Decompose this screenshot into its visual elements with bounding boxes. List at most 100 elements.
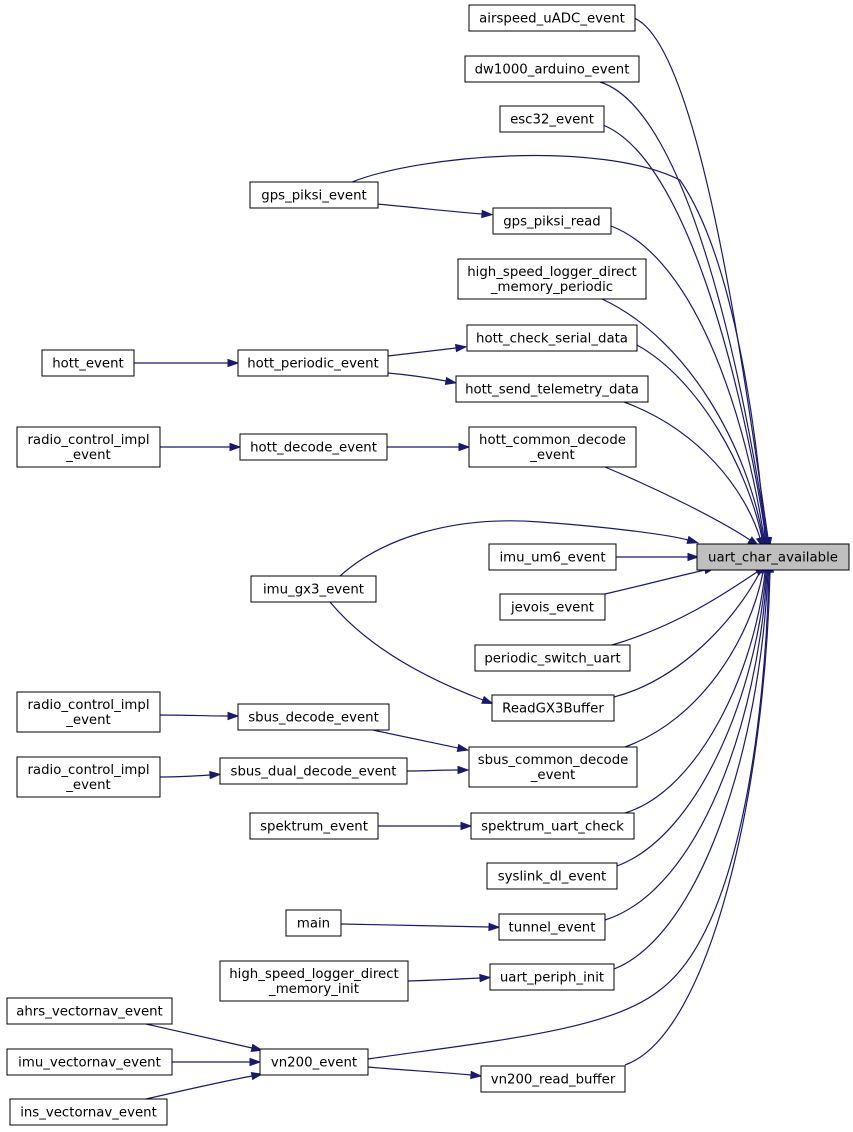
node-label: high_speed_logger_direct [467, 265, 636, 280]
node-label: imu_vectornav_event [18, 1056, 161, 1071]
node-high-speed-logger-direct-memory-periodic[interactable]: high_speed_logger_direct_memory_periodic [457, 258, 647, 300]
edge-line [159, 774, 211, 778]
edge-line [159, 714, 229, 717]
node-box [455, 375, 649, 403]
node-vn200-event[interactable]: vn200_event [259, 1048, 369, 1076]
node-imu-um6-event[interactable]: imu_um6_event [488, 543, 617, 571]
node-label: sbus_decode_event [248, 711, 379, 726]
node-label: sbus_common_decode [478, 753, 629, 768]
node-box [16, 756, 161, 798]
node-label: vn200_read_buffer [491, 1073, 616, 1088]
arrowhead [481, 695, 494, 705]
edge-line [611, 571, 758, 646]
node-ahrs-vectornav-event[interactable]: ahrs_vectornav_event [6, 997, 173, 1025]
node-radio-control-impl-event-3[interactable]: radio_control_impl_event [16, 756, 161, 798]
node-high-speed-logger-direct-memory-init[interactable]: high_speed_logger_direct_memory_init [219, 960, 409, 1002]
node-main[interactable]: main [285, 909, 342, 937]
edge-line [367, 571, 770, 1060]
node-box [474, 644, 631, 672]
node-gps-piksi-event[interactable]: gps_piksi_event [249, 181, 379, 209]
node-label: spektrum_uart_check [481, 820, 624, 835]
node-hott-common-decode-event[interactable]: hott_common_decode_event [468, 426, 637, 468]
node-imu-gx3-event[interactable]: imu_gx3_event [250, 575, 377, 603]
edge-spektrum_uart_check-to-uart_char_available [624, 560, 770, 814]
edge-vn200_event-to-vn200_read_buffer [367, 1066, 483, 1080]
edge-line [367, 1066, 472, 1076]
node-hott-event[interactable]: hott_event [41, 349, 135, 377]
node-uart-periph-init[interactable]: uart_periph_init [489, 963, 615, 991]
arrowhead [481, 209, 494, 219]
arrowhead [470, 1070, 483, 1080]
node-label: uart_char_available [708, 551, 838, 566]
node-box [488, 543, 617, 571]
arrowhead [227, 358, 240, 368]
node-label: ins_vectornav_event [20, 1106, 157, 1121]
node-box [219, 960, 409, 1002]
edge-ahrs_vectornav_event-to-vn200_event [145, 1023, 264, 1052]
edge-tunnel_event-to-uart_char_available [604, 560, 772, 921]
edge-hott_common_decode_event-to-uart_char_available [604, 466, 760, 547]
node-label: high_speed_logger_direct [229, 967, 398, 982]
edge-line [351, 154, 766, 539]
arrowhead [250, 1043, 264, 1052]
node-gps-piksi-read[interactable]: gps_piksi_read [492, 207, 612, 235]
node-tunnel-event[interactable]: tunnel_event [498, 913, 606, 941]
node-label: _event [530, 768, 576, 783]
node-syslink-dl-event[interactable]: syslink_dl_event [486, 862, 618, 890]
edge-ins_vectornav_event-to-vn200_event [145, 1071, 264, 1100]
node-esc32-event[interactable]: esc32_event [499, 105, 605, 133]
node-vn200-read-buffer[interactable]: vn200_read_buffer [480, 1065, 626, 1093]
arrowhead [457, 765, 470, 775]
edge-main-to-tunnel_event [340, 922, 501, 932]
arrowhead [444, 376, 458, 386]
edge-spektrum_event-to-spektrum_uart_check [377, 821, 473, 831]
node-dw1000-arduino-event[interactable]: dw1000_arduino_event [464, 55, 640, 83]
node-spektrum-event[interactable]: spektrum_event [249, 812, 379, 840]
edge-line [387, 372, 447, 382]
edge-syslink_dl_event-to-uart_char_available [616, 560, 771, 867]
node-spektrum-uart-check[interactable]: spektrum_uart_check [470, 812, 635, 840]
node-label: radio_control_impl [27, 698, 149, 713]
edge-line [633, 17, 769, 539]
node-imu-vectornav-event[interactable]: imu_vectornav_event [6, 1048, 173, 1076]
node-hott-decode-event[interactable]: hott_decode_event [239, 433, 388, 461]
node-airspeed-uadc-event[interactable]: airspeed_uADC_event [468, 4, 636, 32]
edge-hott_event-to-hott_periodic_event [133, 358, 240, 368]
node-label: dw1000_arduino_event [475, 63, 630, 78]
node-ins-vectornav-event[interactable]: ins_vectornav_event [9, 1098, 168, 1126]
edge-imu_um6_event-to-uart_char_available [615, 552, 700, 562]
node-sbus-dual-decode-event[interactable]: sbus_dual_decode_event [219, 757, 408, 785]
call-nodes: uart_char_available airspeed_uADC_eventdw… [6, 4, 850, 1126]
edge-sbus_dual_decode_event-to-sbus_common_decode_event [406, 765, 470, 775]
node-radio-control-impl-event-1[interactable]: radio_control_impl_event [16, 426, 161, 468]
node-label: syslink_dl_event [498, 870, 607, 885]
edge-line [599, 81, 768, 539]
edge-line [604, 571, 768, 921]
node-uart-char-available[interactable]: uart_char_available [696, 543, 850, 571]
node-hott-periodic-event[interactable]: hott_periodic_event [237, 349, 389, 377]
node-hott-check-serial-data[interactable]: hott_check_serial_data [466, 324, 638, 352]
node-box [249, 812, 379, 840]
edge-radio_control_impl_event_1-to-hott_decode_event [160, 442, 242, 452]
edge-imu_gx3_event-to-uart_char_available [339, 520, 700, 577]
edge-line [623, 401, 761, 539]
node-box [457, 258, 647, 300]
node-radio-control-impl-event-2[interactable]: radio_control_impl_event [16, 691, 161, 733]
node-label: hott_check_serial_data [476, 332, 628, 347]
edge-line [636, 344, 763, 539]
node-sbus-common-decode-event[interactable]: sbus_common_decode_event [468, 746, 638, 788]
node-readgx3buffer[interactable]: ReadGX3Buffer [491, 694, 615, 722]
node-hott-send-telemetry-data[interactable]: hott_send_telemetry_data [455, 375, 649, 403]
node-box [466, 324, 638, 352]
node-jevois-event[interactable]: jevois_event [499, 593, 606, 621]
node-box [491, 694, 615, 722]
arrowhead [460, 821, 473, 831]
node-sbus-decode-event[interactable]: sbus_decode_event [237, 703, 390, 731]
node-periodic-switch-uart[interactable]: periodic_switch_uart [474, 644, 631, 672]
node-label: tunnel_event [509, 921, 596, 936]
node-label: gps_piksi_event [261, 189, 366, 204]
edge-line [387, 347, 457, 357]
edge-line [613, 571, 761, 698]
node-label: _memory_periodic [490, 280, 613, 295]
